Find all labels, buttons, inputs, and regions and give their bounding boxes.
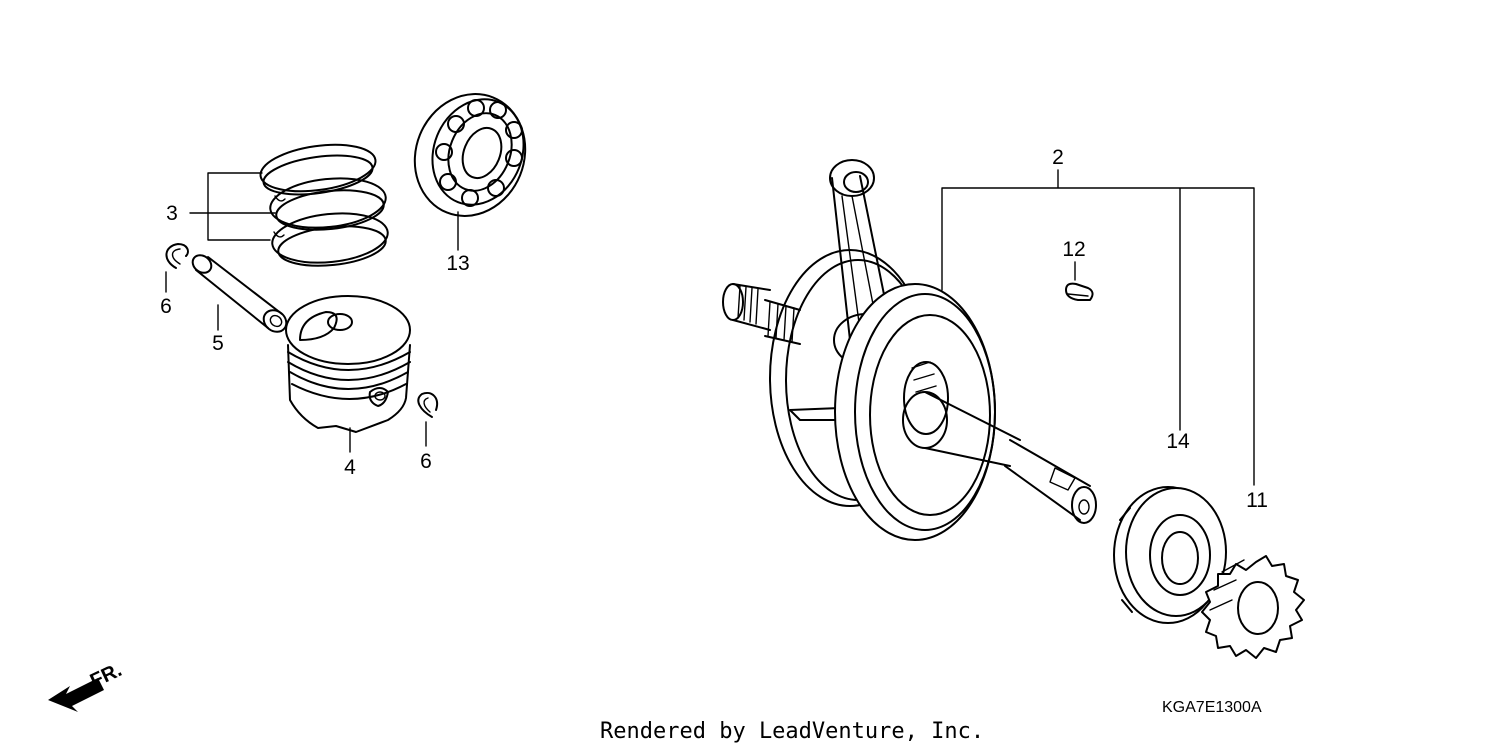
callout-3-leader [189,172,276,241]
piston-pin-clip-right[interactable] [417,392,438,418]
piston-rings[interactable] [258,138,391,270]
callout-12: 12 [1062,238,1085,261]
timing-gear-11[interactable] [1201,555,1305,659]
callout-11: 11 [1246,489,1268,512]
credit-line: Rendered by LeadVenture, Inc. [600,719,984,744]
woodruff-key-12[interactable] [1065,282,1094,301]
ball-bearing-14[interactable] [1113,486,1227,624]
callout-4: 4 [344,456,356,479]
callout-3: 3 [166,202,178,225]
crankshaft-assembly[interactable] [722,159,1097,541]
diagram-code: KGA7E1300A [1162,699,1262,716]
callout-2: 2 [1052,146,1064,169]
front-direction-arrow-icon [48,678,104,712]
callout-6-left: 6 [160,295,172,318]
piston-4[interactable] [285,295,411,433]
callout-2-bracket [941,169,1255,486]
ball-bearing-13[interactable] [397,77,544,232]
callout-5: 5 [212,332,224,355]
callout-6-right: 6 [420,450,432,473]
piston-pin-clip-left[interactable] [165,243,189,269]
callout-13: 13 [446,252,469,275]
callout-14: 14 [1166,430,1190,453]
piston-pin-5[interactable] [189,252,290,337]
